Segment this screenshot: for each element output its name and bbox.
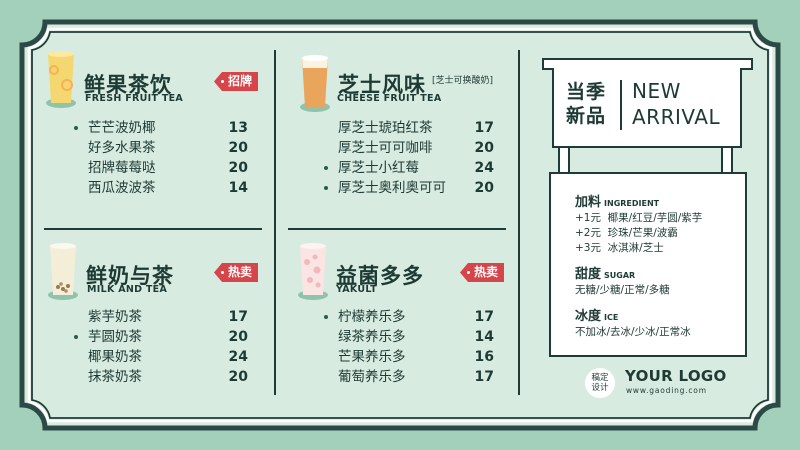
column-divider-2 [518, 50, 520, 395]
price: 17 [474, 309, 494, 325]
brand-badge: 稿定 设计 [585, 368, 615, 398]
sugar-options: 无糖/少糖/正常/多糖 [575, 284, 670, 296]
section-title: 益菌多多 [336, 264, 424, 288]
cheese-tea-cup-icon [300, 55, 330, 112]
price: 17 [228, 309, 248, 325]
milk-tea-cup-icon [48, 243, 78, 300]
ice-options: 不加冰/去冰/少冰/正常冰 [575, 326, 691, 338]
section-title: 鲜果茶饮 [84, 73, 172, 97]
ingredient-line: +1元 椰果/红豆/芋圆/紫芋 [575, 212, 703, 224]
price: 17 [474, 120, 494, 136]
ingredient-line: +3元 冰淇淋/芝士 [575, 242, 664, 254]
recommend-dot-icon [74, 126, 78, 130]
row-divider-middle [288, 228, 506, 230]
row-divider-left [44, 228, 262, 230]
yakult-cup-icon [298, 243, 328, 300]
price: 20 [474, 140, 494, 156]
section-subtitle: MILK AND TEA [87, 284, 168, 295]
recommend-dot-icon [324, 315, 328, 319]
section-note: [芝士可换酸奶] [432, 76, 494, 86]
section-title: 芝士风味 [338, 73, 426, 97]
recommend-dot-icon [74, 335, 78, 339]
sign-chinese-text: 当季 新品 [566, 81, 607, 127]
sign-english-text: NEW ARRIVAL [632, 79, 721, 129]
price: 20 [228, 160, 248, 176]
signature-tag: 招牌 [214, 72, 259, 91]
section-subtitle: FRESH FRUIT TEA [85, 93, 184, 104]
lemon-fruit-tea-cup-icon [46, 51, 76, 108]
section-subtitle: CHEESE FRUIT TEA [337, 93, 442, 104]
price: 20 [228, 369, 248, 385]
section-title: 鲜奶与茶 [86, 264, 174, 288]
logo-url[interactable]: www.gaoding.com [626, 386, 707, 395]
price: 20 [474, 180, 494, 196]
price: 13 [228, 120, 248, 136]
options-board [549, 172, 747, 357]
price: 20 [228, 329, 248, 345]
price: 14 [474, 329, 494, 345]
sign-post-right [721, 146, 733, 174]
ingredient-line: +2元 珍珠/芒果/波霸 [575, 227, 678, 239]
recommend-dot-icon [324, 166, 328, 170]
price: 24 [474, 160, 494, 176]
sign-board [552, 68, 742, 148]
hot-sale-tag: 热卖 [460, 263, 505, 282]
price: 20 [228, 140, 248, 156]
price: 16 [474, 349, 494, 365]
sign-separator [620, 80, 622, 130]
section-subtitle: YAKULT [336, 284, 377, 295]
price: 17 [474, 369, 494, 385]
logo-name: YOUR LOGO [625, 367, 727, 385]
hot-sale-tag: 热卖 [214, 263, 259, 282]
price: 24 [228, 349, 248, 365]
price: 14 [228, 180, 248, 196]
recommend-dot-icon [324, 186, 328, 190]
sign-post-left [558, 146, 570, 174]
column-divider-1 [274, 50, 276, 395]
